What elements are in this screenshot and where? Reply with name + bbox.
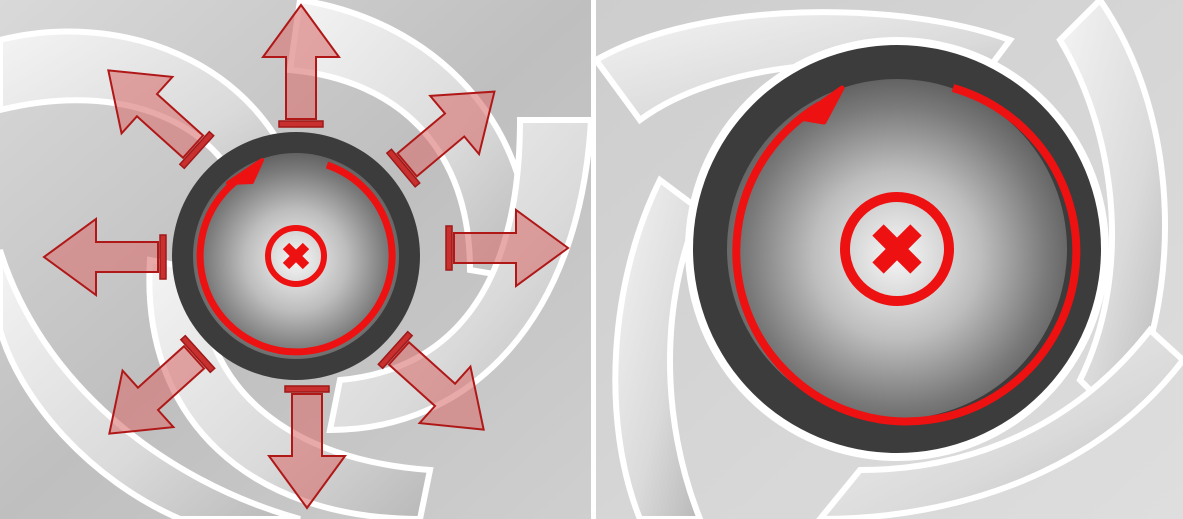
right-panel	[596, 0, 1183, 519]
panel-divider	[591, 0, 596, 519]
left-panel	[0, 0, 591, 519]
